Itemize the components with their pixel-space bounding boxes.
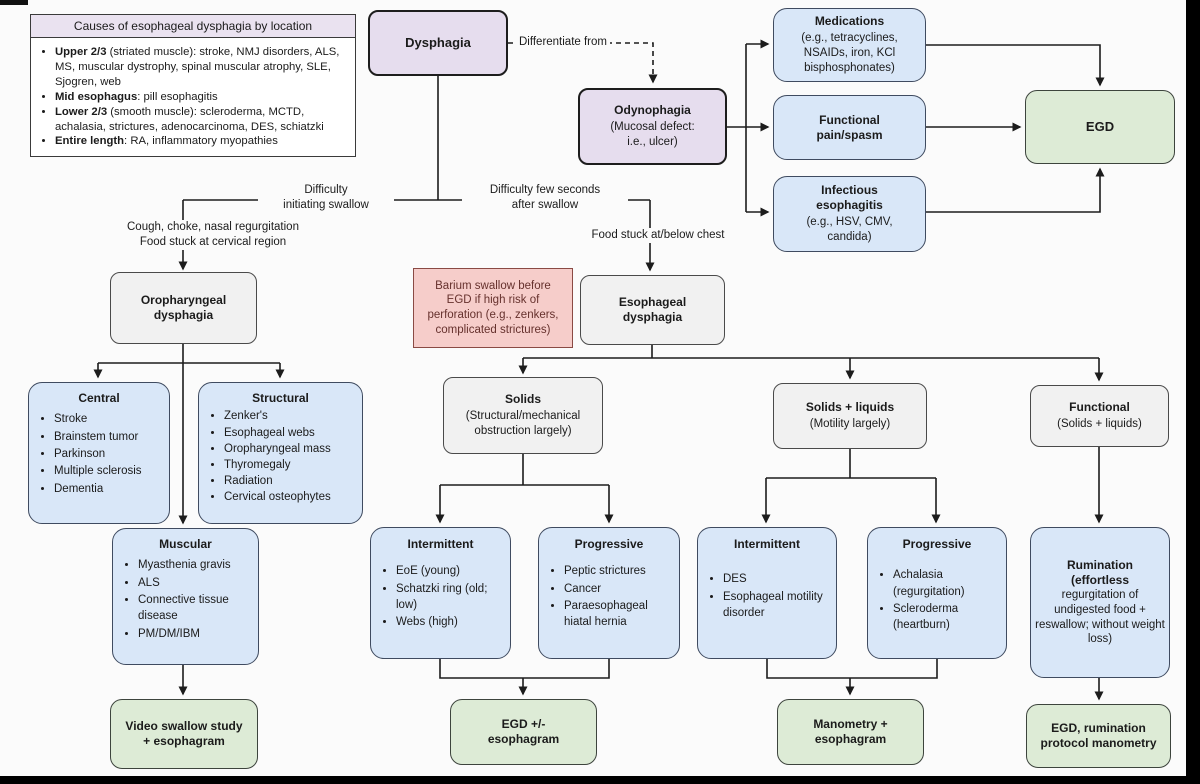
legend-item: Entire length: RA, inflammatory myopathi… xyxy=(55,134,355,149)
legend-item: Upper 2/3 (striated muscle): stroke, NMJ… xyxy=(55,45,355,90)
bottom-black-bar xyxy=(0,776,1200,784)
causes-legend-title: Causes of esophageal dysphagia by locati… xyxy=(31,15,355,38)
list-item: Paraesophageal hiatal hernia xyxy=(564,598,675,631)
list-item: Multiple sclerosis xyxy=(54,463,165,479)
list-item: PM/DM/IBM xyxy=(138,626,254,642)
solids-liquids-node: Solids + liquids (Motility largely) xyxy=(773,383,927,449)
list-item: Radiation xyxy=(224,474,358,489)
causes-legend-list: Upper 2/3 (striated muscle): stroke, NMJ… xyxy=(31,45,355,149)
odynophagia-node: Odynophagia (Mucosal defect: i.e., ulcer… xyxy=(578,88,727,165)
list-item: EoE (young) xyxy=(396,563,506,579)
oropharyngeal-dysphagia-node: Oropharyngeal dysphagia xyxy=(110,272,257,344)
egd-rumination-node: EGD, rumination protocol manometry xyxy=(1026,704,1171,768)
solids-node: Solids (Structural/mechanical obstructio… xyxy=(443,377,603,454)
list-item: Brainstem tumor xyxy=(54,429,165,445)
esophageal-dysphagia-node: Esophageal dysphagia xyxy=(580,275,725,345)
list-item: Dementia xyxy=(54,481,165,497)
central-node: Central Stroke Brainstem tumor Parkinson… xyxy=(28,382,170,524)
list-item: Connective tissue disease xyxy=(138,592,254,625)
functional-node: Functional (Solids + liquids) xyxy=(1030,385,1169,447)
list-item: Myasthenia gravis xyxy=(138,557,254,573)
list-item: DES xyxy=(723,571,832,587)
rumination-node: Rumination (effortless regurgitation of … xyxy=(1030,527,1170,678)
list-item: Cancer xyxy=(564,581,675,597)
structural-node: Structural Zenker's Esophageal webs Orop… xyxy=(198,382,363,524)
list-item: Webs (high) xyxy=(396,614,506,630)
list-item: Esophageal motility disorder xyxy=(723,589,832,622)
top-left-black-sliver xyxy=(0,0,28,5)
progressive-solids-node: Progressive Peptic strictures Cancer Par… xyxy=(538,527,680,659)
list-item: Oropharyngeal mass xyxy=(224,442,358,457)
dysphagia-node: Dysphagia xyxy=(368,10,508,76)
list-item: Achalasia (regurgitation) xyxy=(893,567,1002,600)
list-item: Schatzki ring (old; low) xyxy=(396,581,506,614)
progressive-motility-node: Progressive Achalasia (regurgitation) Sc… xyxy=(867,527,1007,659)
legend-item: Mid esophagus: pill esophagitis xyxy=(55,90,355,105)
right-black-bar xyxy=(1186,0,1200,784)
intermittent-motility-node: Intermittent DES Esophageal motility dis… xyxy=(697,527,837,659)
causes-legend: Causes of esophageal dysphagia by locati… xyxy=(30,14,356,158)
infectious-esophagitis-node: Infectious esophagitis (e.g., HSV, CMV, … xyxy=(773,176,926,252)
muscular-node: Muscular Myasthenia gravis ALS Connectiv… xyxy=(112,528,259,665)
barium-swallow-note: Barium swallow before EGD if high risk o… xyxy=(413,268,573,348)
egd-node: EGD xyxy=(1025,90,1175,164)
list-item: Parkinson xyxy=(54,446,165,462)
list-item: Stroke xyxy=(54,411,165,427)
list-item: Zenker's xyxy=(224,409,358,424)
differentiate-from-label: Differentiate from xyxy=(516,35,610,50)
list-item: Cervical osteophytes xyxy=(224,490,358,505)
functional-pain-node: Functional pain/spasm xyxy=(773,95,926,160)
egd-esophagram-node: EGD +/- esophagram xyxy=(450,699,597,765)
legend-item: Lower 2/3 (smooth muscle): scleroderma, … xyxy=(55,105,355,135)
manometry-node: Manometry + esophagram xyxy=(777,699,924,765)
list-item: Thyromegaly xyxy=(224,458,358,473)
intermittent-solids-node: Intermittent EoE (young) Schatzki ring (… xyxy=(370,527,511,659)
medications-node: Medications (e.g., tetracyclines, NSAIDs… xyxy=(773,8,926,82)
video-swallow-node: Video swallow study + esophagram xyxy=(110,699,258,769)
list-item: ALS xyxy=(138,575,254,591)
list-item: Scleroderma (heartburn) xyxy=(893,601,1002,634)
difficulty-initiating-label: Difficulty initiating swallow xyxy=(258,183,394,213)
food-stuck-chest-label: Food stuck at/below chest xyxy=(575,228,741,243)
list-item: Peptic strictures xyxy=(564,563,675,579)
cough-choke-label: Cough, choke, nasal regurgitation Food s… xyxy=(70,220,356,250)
difficulty-after-label: Difficulty few seconds after swallow xyxy=(462,183,628,213)
list-item: Esophageal webs xyxy=(224,426,358,441)
